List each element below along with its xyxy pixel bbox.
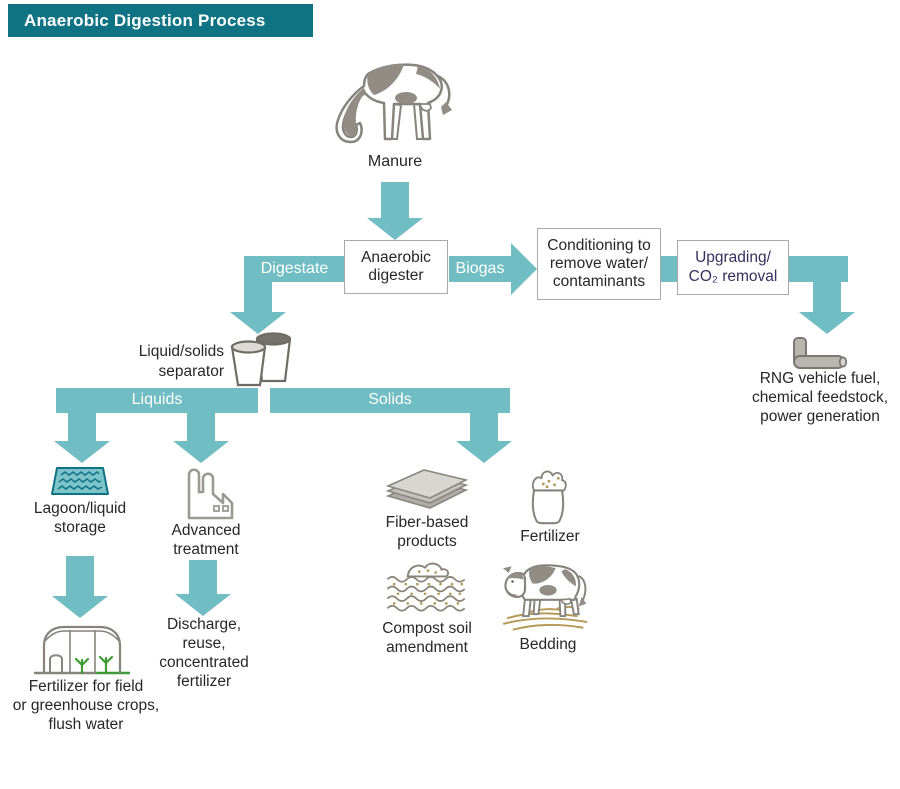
arrow-shaft	[68, 413, 96, 441]
biogas-label: Biogas	[455, 260, 505, 277]
fertilizer-label: Fertilizer	[520, 528, 580, 545]
label-line: Fiber-based	[385, 514, 469, 531]
manure-label: Manure	[367, 153, 423, 170]
discharge-label: Discharge, reuse, concentrated fertilize…	[148, 616, 260, 692]
arrow-down-icon	[456, 441, 512, 463]
label-line: power generation	[760, 407, 880, 425]
compost-label: Compost soil amendment	[368, 620, 486, 658]
arrow-liquids-to-lagoon	[54, 413, 110, 463]
label-line: treatment	[173, 540, 239, 558]
page-title: Anaerobic Digestion Process	[8, 4, 313, 37]
lagoon-icon	[51, 467, 109, 495]
label-line: RNG vehicle fuel,	[759, 370, 881, 387]
label-line: Fertilizer for field	[28, 678, 144, 695]
arrow-shaft	[381, 182, 409, 218]
upgrading-node: Upgrading/ CO₂ removal	[677, 240, 789, 295]
arrow-shaft	[449, 256, 511, 282]
label-line: separator	[158, 363, 224, 381]
label-line: flush water	[48, 715, 124, 733]
separator-buckets-icon	[230, 332, 292, 387]
arrow-down-icon	[799, 312, 855, 334]
solids-band	[270, 388, 510, 413]
label-line: Liquid/solids	[138, 343, 224, 360]
arrow-shaft	[470, 413, 498, 441]
arrow-down-icon	[52, 596, 108, 618]
arrow-shaft	[813, 282, 841, 312]
liquids-band	[56, 388, 258, 413]
bedding-label: Bedding	[519, 636, 577, 653]
digester-node: Anaerobic digester	[344, 240, 448, 294]
advanced-treatment-label: Advanced treatment	[156, 522, 256, 560]
label-line: Upgrading/	[695, 249, 771, 267]
bedding-cow-icon	[502, 564, 588, 631]
label-line: Anaerobic	[361, 248, 431, 266]
arrow-liquids-to-treatment	[173, 413, 229, 463]
cow-icon	[335, 63, 452, 144]
compost-icon	[386, 562, 466, 612]
separator-label: Liquid/solids separator	[96, 342, 224, 382]
liquids-label: Liquids	[131, 391, 183, 408]
fiber-sheets-icon	[385, 469, 469, 509]
label-line: Advanced	[171, 522, 241, 539]
arrow-shaft	[244, 282, 272, 312]
fuel-nozzle-icon	[793, 337, 848, 369]
conditioning-node: Conditioning to remove water/ contaminan…	[537, 228, 661, 300]
fiber-label: Fiber-based products	[377, 514, 477, 552]
arrow-right-icon	[511, 243, 537, 295]
arrow-down-icon	[367, 218, 423, 240]
greenhouse-label: Fertilizer for field or greenhouse crops…	[4, 678, 168, 735]
arrow-manure-to-digester	[367, 182, 423, 240]
arrow-biogas	[449, 243, 537, 295]
label-line: Conditioning to	[547, 236, 651, 254]
arrow-solids-to-products	[456, 413, 512, 463]
label-line: Compost soil	[382, 620, 472, 637]
arrow-down-icon	[54, 441, 110, 463]
greenhouse-icon	[34, 625, 130, 675]
arrow-down-icon	[173, 441, 229, 463]
label-line: fertilizer	[176, 672, 232, 690]
label-line: contaminants	[552, 273, 646, 291]
label-line: or greenhouse crops,	[12, 696, 160, 714]
label-line: storage	[54, 518, 106, 536]
arrow-treatment-to-discharge	[175, 560, 231, 616]
label-line: products	[397, 532, 457, 550]
rng-label: RNG vehicle fuel, chemical feedstock, po…	[738, 370, 900, 427]
label-line: chemical feedstock,	[751, 388, 889, 406]
fertilizer-sack-icon	[531, 470, 567, 525]
label-line: concentrated	[159, 653, 249, 671]
label-line: Lagoon/liquid	[33, 500, 127, 517]
arrow-shaft	[187, 413, 215, 441]
arrow-to-rng	[799, 282, 855, 334]
label-line: reuse,	[182, 634, 226, 652]
arrow-down-icon	[175, 594, 231, 616]
label-line: digester	[368, 267, 424, 284]
label-line: remove water/	[549, 254, 649, 272]
lagoon-label: Lagoon/liquid storage	[18, 500, 142, 538]
label-line: Discharge,	[166, 616, 242, 633]
factory-icon	[187, 468, 234, 520]
digestate-label: Digestate	[260, 260, 329, 277]
arrow-shaft	[189, 560, 217, 594]
label-line: amendment	[386, 638, 468, 656]
solids-label: Solids	[368, 391, 412, 408]
arrow-down-icon	[230, 312, 286, 334]
arrow-digestate-to-separator	[230, 282, 286, 334]
arrow-shaft	[66, 556, 94, 596]
digestate-band	[244, 256, 345, 282]
label-line: CO₂ removal	[688, 267, 778, 285]
arrow-lagoon-to-greenhouse	[52, 556, 108, 618]
